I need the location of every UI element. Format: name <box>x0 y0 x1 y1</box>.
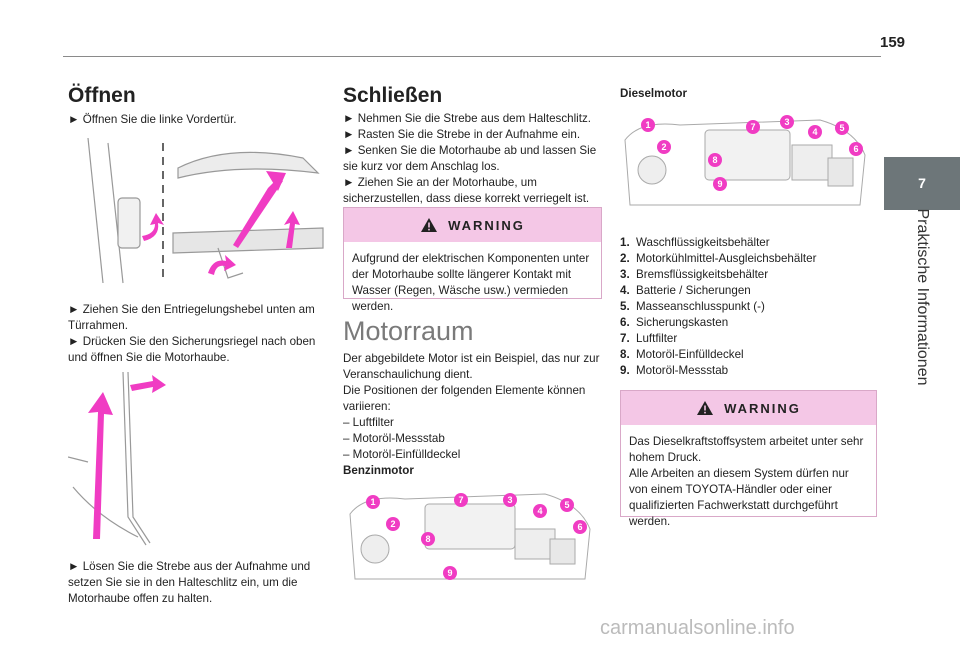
callout-1: 1 <box>645 120 650 130</box>
chapter-title: Praktische Informationen <box>914 208 931 386</box>
watermark: carmanualsonline.info <box>600 617 795 639</box>
motor-intro-line: – Luftfilter <box>343 416 394 429</box>
illustration-diesel-engine: 1 2 3 4 5 6 7 8 9 <box>620 110 870 210</box>
warning-line: Das Dieselkraftstoffsystem arbeitet unte… <box>629 435 864 464</box>
illustration-petrol-engine: 1 2 3 4 5 6 7 8 9 <box>345 484 595 584</box>
callout-6: 6 <box>577 522 582 532</box>
closing-step: ► Ziehen Sie an der Motorhaube, um siche… <box>343 176 590 205</box>
closing-steps: ► Nehmen Sie die Strebe aus dem Haltesch… <box>343 111 603 207</box>
motor-intro-line: Der abgebildete Motor ist ein Beispiel, … <box>343 352 600 381</box>
callout-3: 3 <box>507 495 512 505</box>
warning-triangle-icon <box>697 401 714 415</box>
closing-step: ► Nehmen Sie die Strebe aus dem Haltesch… <box>343 112 591 125</box>
motor-intro-line: Die Positionen der folgenden Elemente kö… <box>343 384 586 413</box>
illustration-hood-strut <box>67 367 168 552</box>
warning-triangle-icon <box>421 218 438 232</box>
callout-9: 9 <box>717 179 722 189</box>
callout-7: 7 <box>750 122 755 132</box>
section-title-motorraum: Motorraum <box>343 316 474 346</box>
legend-item: 7.Luftfilter <box>620 332 678 345</box>
motor-intro: Der abgebildete Motor ist ein Beispiel, … <box>343 351 601 463</box>
section-title-oeffnen: Öffnen <box>68 84 136 107</box>
callout-1: 1 <box>370 497 375 507</box>
warning-text: Das Dieselkraftstoffsystem arbeitet unte… <box>621 425 876 538</box>
legend-item: 5.Masseanschlusspunkt (-) <box>620 300 765 313</box>
legend-item: 6.Sicherungskasten <box>620 316 729 329</box>
step-insert-strut: ► Lösen Sie die Strebe aus der Aufnahme … <box>68 560 311 605</box>
legend-item: 2.Motorkühlmittel-Ausgleichsbehälter <box>620 252 817 265</box>
header-divider <box>63 56 881 57</box>
callout-5: 5 <box>564 500 569 510</box>
motor-intro-line: – Motoröl-Einfülldeckel <box>343 448 461 461</box>
callout-8: 8 <box>712 155 717 165</box>
callout-6: 6 <box>853 144 858 154</box>
callout-7: 7 <box>458 495 463 505</box>
callout-2: 2 <box>661 142 666 152</box>
chapter-tab[interactable]: 7 <box>884 157 960 210</box>
callout-9: 9 <box>447 568 452 578</box>
legend-item: 4.Batterie / Sicherungen <box>620 284 751 297</box>
warning-text: Aufgrund der elektrischen Komponenten un… <box>352 252 590 313</box>
warning-header: WARNING <box>621 391 876 425</box>
warning-label: WARNING <box>724 400 801 416</box>
warning-box-water: WARNING Aufgrund der elektrischen Kompon… <box>343 207 602 313</box>
callout-5: 5 <box>839 123 844 133</box>
legend-item: 3.Bremsflüssigkeitsbehälter <box>620 268 769 281</box>
callout-4: 4 <box>812 127 817 137</box>
warning-label: WARNING <box>448 217 525 233</box>
motor-intro-line: – Motoröl-Messstab <box>343 432 445 445</box>
warning-line: Alle Arbeiten an diesem System dürfen nu… <box>629 467 849 528</box>
petrol-engine-title: Benzinmotor <box>343 464 414 477</box>
closing-step: ► Senken Sie die Motorhaube ab und lasse… <box>343 144 597 173</box>
page-number: 159 <box>880 34 906 51</box>
step-open-door: ► Öffnen Sie die linke Vordertür. <box>68 113 237 126</box>
warning-header: WARNING <box>344 208 601 242</box>
step-push-latch: ► Drücken Sie den Sicherungsriegel nach … <box>68 335 316 364</box>
callout-2: 2 <box>390 519 395 529</box>
callout-8: 8 <box>425 534 430 544</box>
component-legend: 1.Waschflüssigkeitsbehälter 2.Motorkühlm… <box>620 235 870 379</box>
callout-4: 4 <box>537 506 542 516</box>
section-title-schliessen: Schließen <box>343 84 443 107</box>
warning-box-diesel: WARNING Das Dieselkraftstoffsystem arbei… <box>620 390 877 528</box>
illustration-hood-release <box>68 133 328 293</box>
callout-3: 3 <box>784 117 789 127</box>
step-pull-release-lever: ► Ziehen Sie den Entriegelungshebel unte… <box>68 303 315 332</box>
diesel-engine-title: Dieselmotor <box>620 87 688 100</box>
legend-item: 8.Motoröl-Einfülldeckel <box>620 348 744 361</box>
legend-item: 9.Motoröl-Messstab <box>620 364 729 377</box>
closing-step: ► Rasten Sie die Strebe in der Aufnahme … <box>343 128 581 141</box>
legend-item: 1.Waschflüssigkeitsbehälter <box>620 236 770 249</box>
